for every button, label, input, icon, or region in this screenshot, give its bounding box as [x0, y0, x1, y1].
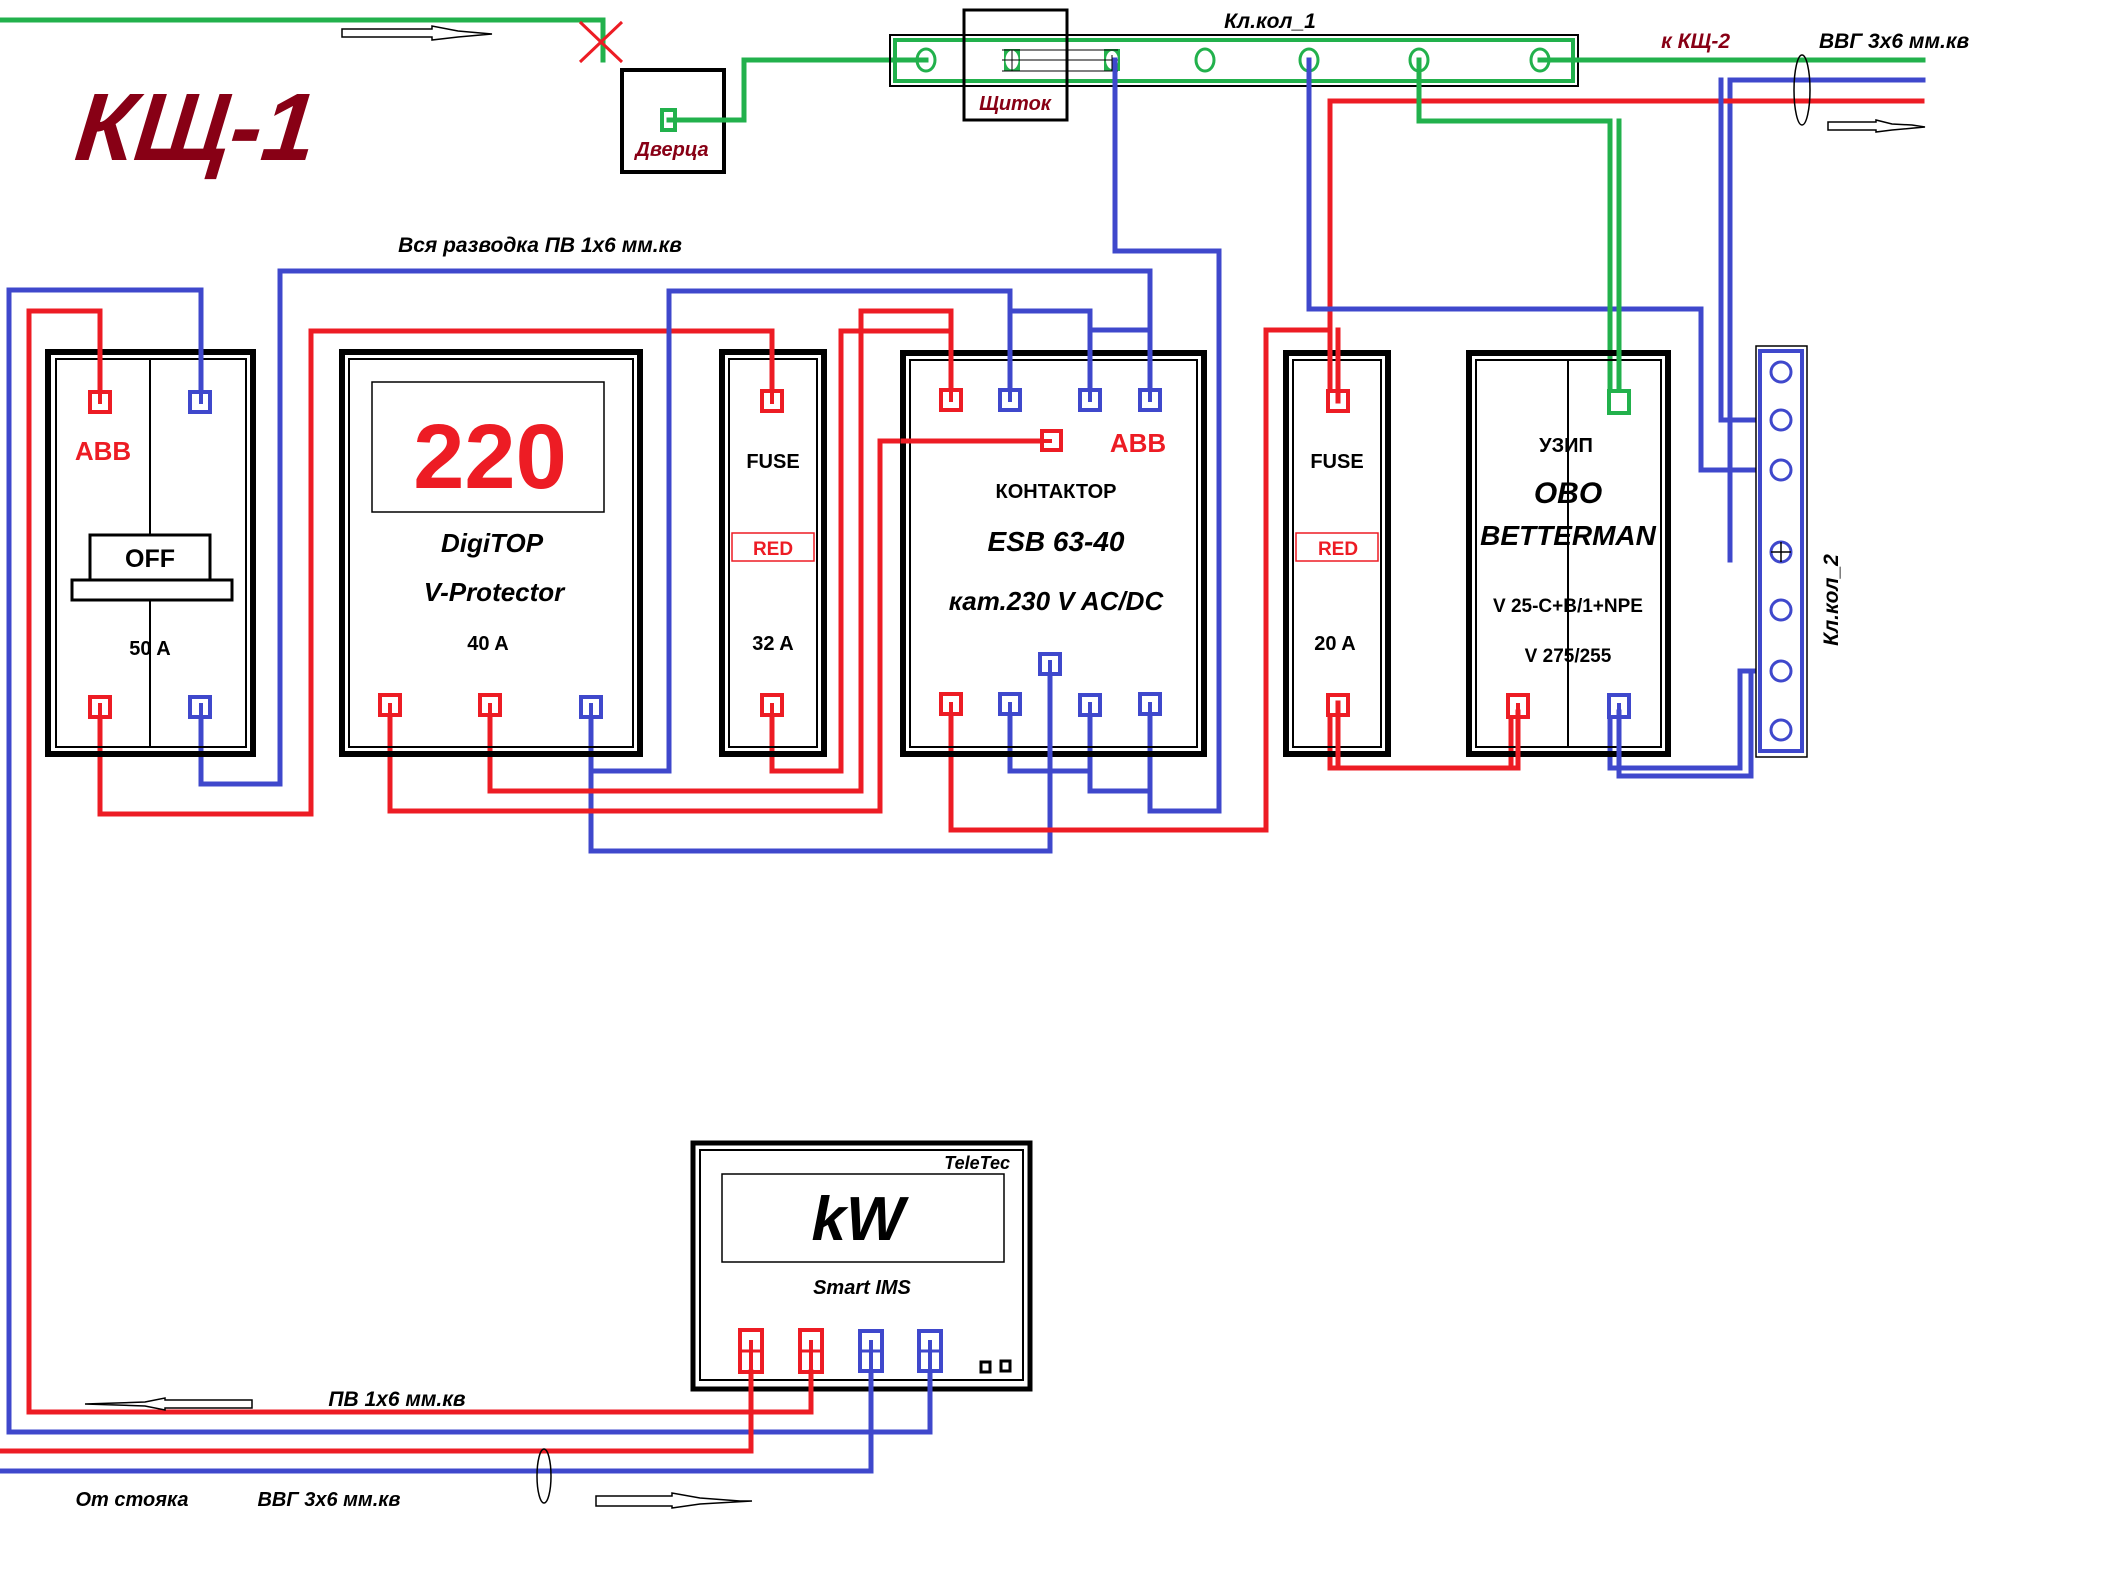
fuse-20a: FUSE RED 20 A	[1283, 327, 1391, 771]
arrow-left-icon	[84, 1397, 253, 1411]
fuse-32a: FUSE RED 32 A	[719, 328, 827, 757]
meter-display	[721, 1173, 1005, 1263]
panel-label: Щиток	[979, 93, 1052, 115]
door-label: Дверца	[633, 139, 708, 161]
main-breaker: ABB OFF 50 A	[45, 287, 256, 757]
contactor-model: ESB 63-40	[988, 526, 1125, 557]
door-box: Дверца	[620, 57, 929, 174]
voltage-relay: 220 DigiTOP V-Protector 40 A	[339, 349, 643, 757]
arrow-right-icon	[1827, 119, 1926, 133]
contactor-type: КОНТАКТОР	[996, 481, 1117, 503]
fuse2-rating: 20 A	[1314, 633, 1356, 655]
panel-box: Щиток	[962, 8, 1069, 122]
contactor: ABB КОНТАКТОР ESB 63-40 кат.230 V AC/DC	[900, 268, 1207, 763]
surge-protector: УЗИП OBO BETTERMAN V 25-C+B/1+NPE V 275/…	[1466, 118, 1671, 757]
voltage-display	[371, 381, 605, 513]
breaker-rating: 50 A	[129, 638, 171, 660]
spd-brand1: OBO	[1534, 477, 1602, 510]
spd-wires	[1335, 668, 1784, 779]
spd-type: УЗИП	[1539, 435, 1593, 457]
fuse2-indicator-text: RED	[1318, 539, 1358, 560]
cut-mark-icon	[578, 20, 624, 64]
relay-model: V-Protector	[424, 577, 566, 607]
outgoing-cable: к КЩ-2 ВВГ 3х6 мм.кв	[1327, 30, 1969, 563]
wiring-note: Вся разводка ПВ 1х6 мм.кв	[398, 234, 682, 257]
relay-rating: 40 A	[467, 633, 509, 655]
fuse1-label: FUSE	[746, 451, 799, 473]
meter-terminals	[738, 1328, 1012, 1374]
arrow-right-icon	[595, 1492, 753, 1509]
voltage-reading: 220	[413, 406, 567, 508]
spd-voltage: V 275/255	[1525, 646, 1612, 667]
contactor-brand: ABB	[1110, 428, 1166, 458]
incoming-cable-label: ВВГ 3х6 мм.кв	[257, 1489, 400, 1511]
to-panel2-label: к КЩ-2	[1661, 30, 1730, 53]
meter-unit: kW	[812, 1185, 909, 1254]
bus1-label: Кл.кол_1	[1224, 10, 1316, 33]
neutral-bus-2: Кл.кол_2	[1755, 345, 1843, 758]
energy-meter: TeleTec kW Smart IMS	[690, 1140, 1033, 1474]
relay-name: DigiTOP	[441, 528, 544, 558]
ground-feed-wire	[0, 17, 606, 63]
bus1-terminals	[915, 47, 1551, 73]
meter-brand: TeleTec	[944, 1153, 1010, 1173]
fuse2-indicator	[1295, 532, 1379, 562]
ground-bus-1: Кл.кол_1	[889, 10, 1579, 87]
fuse1-rating: 32 A	[752, 633, 794, 655]
breaker-brand: ABB	[75, 436, 131, 466]
fuse1-indicator	[731, 532, 815, 562]
spd-model: V 25-C+B/1+NPE	[1493, 596, 1643, 617]
contactor-coil: кат.230 V AC/DC	[949, 586, 1165, 616]
page-title: КЩ-1	[71, 74, 321, 181]
fuse2-label: FUSE	[1310, 451, 1363, 473]
spd-brand2: BETTERMAN	[1480, 520, 1657, 551]
breaker-state: OFF	[125, 545, 175, 573]
arrow-right-icon	[341, 25, 493, 41]
bus2-label: Кл.кол_2	[1820, 554, 1843, 646]
cable-bundle-mark	[536, 1448, 552, 1504]
fuse1-indicator-text: RED	[753, 539, 793, 560]
from-riser-label: От стояка	[75, 1489, 188, 1511]
meter-wire-label: ПВ 1х6 мм.кв	[328, 1388, 466, 1411]
outgoing-cable-label: ВВГ 3х6 мм.кв	[1819, 30, 1969, 53]
meter-model: Smart IMS	[813, 1277, 911, 1299]
